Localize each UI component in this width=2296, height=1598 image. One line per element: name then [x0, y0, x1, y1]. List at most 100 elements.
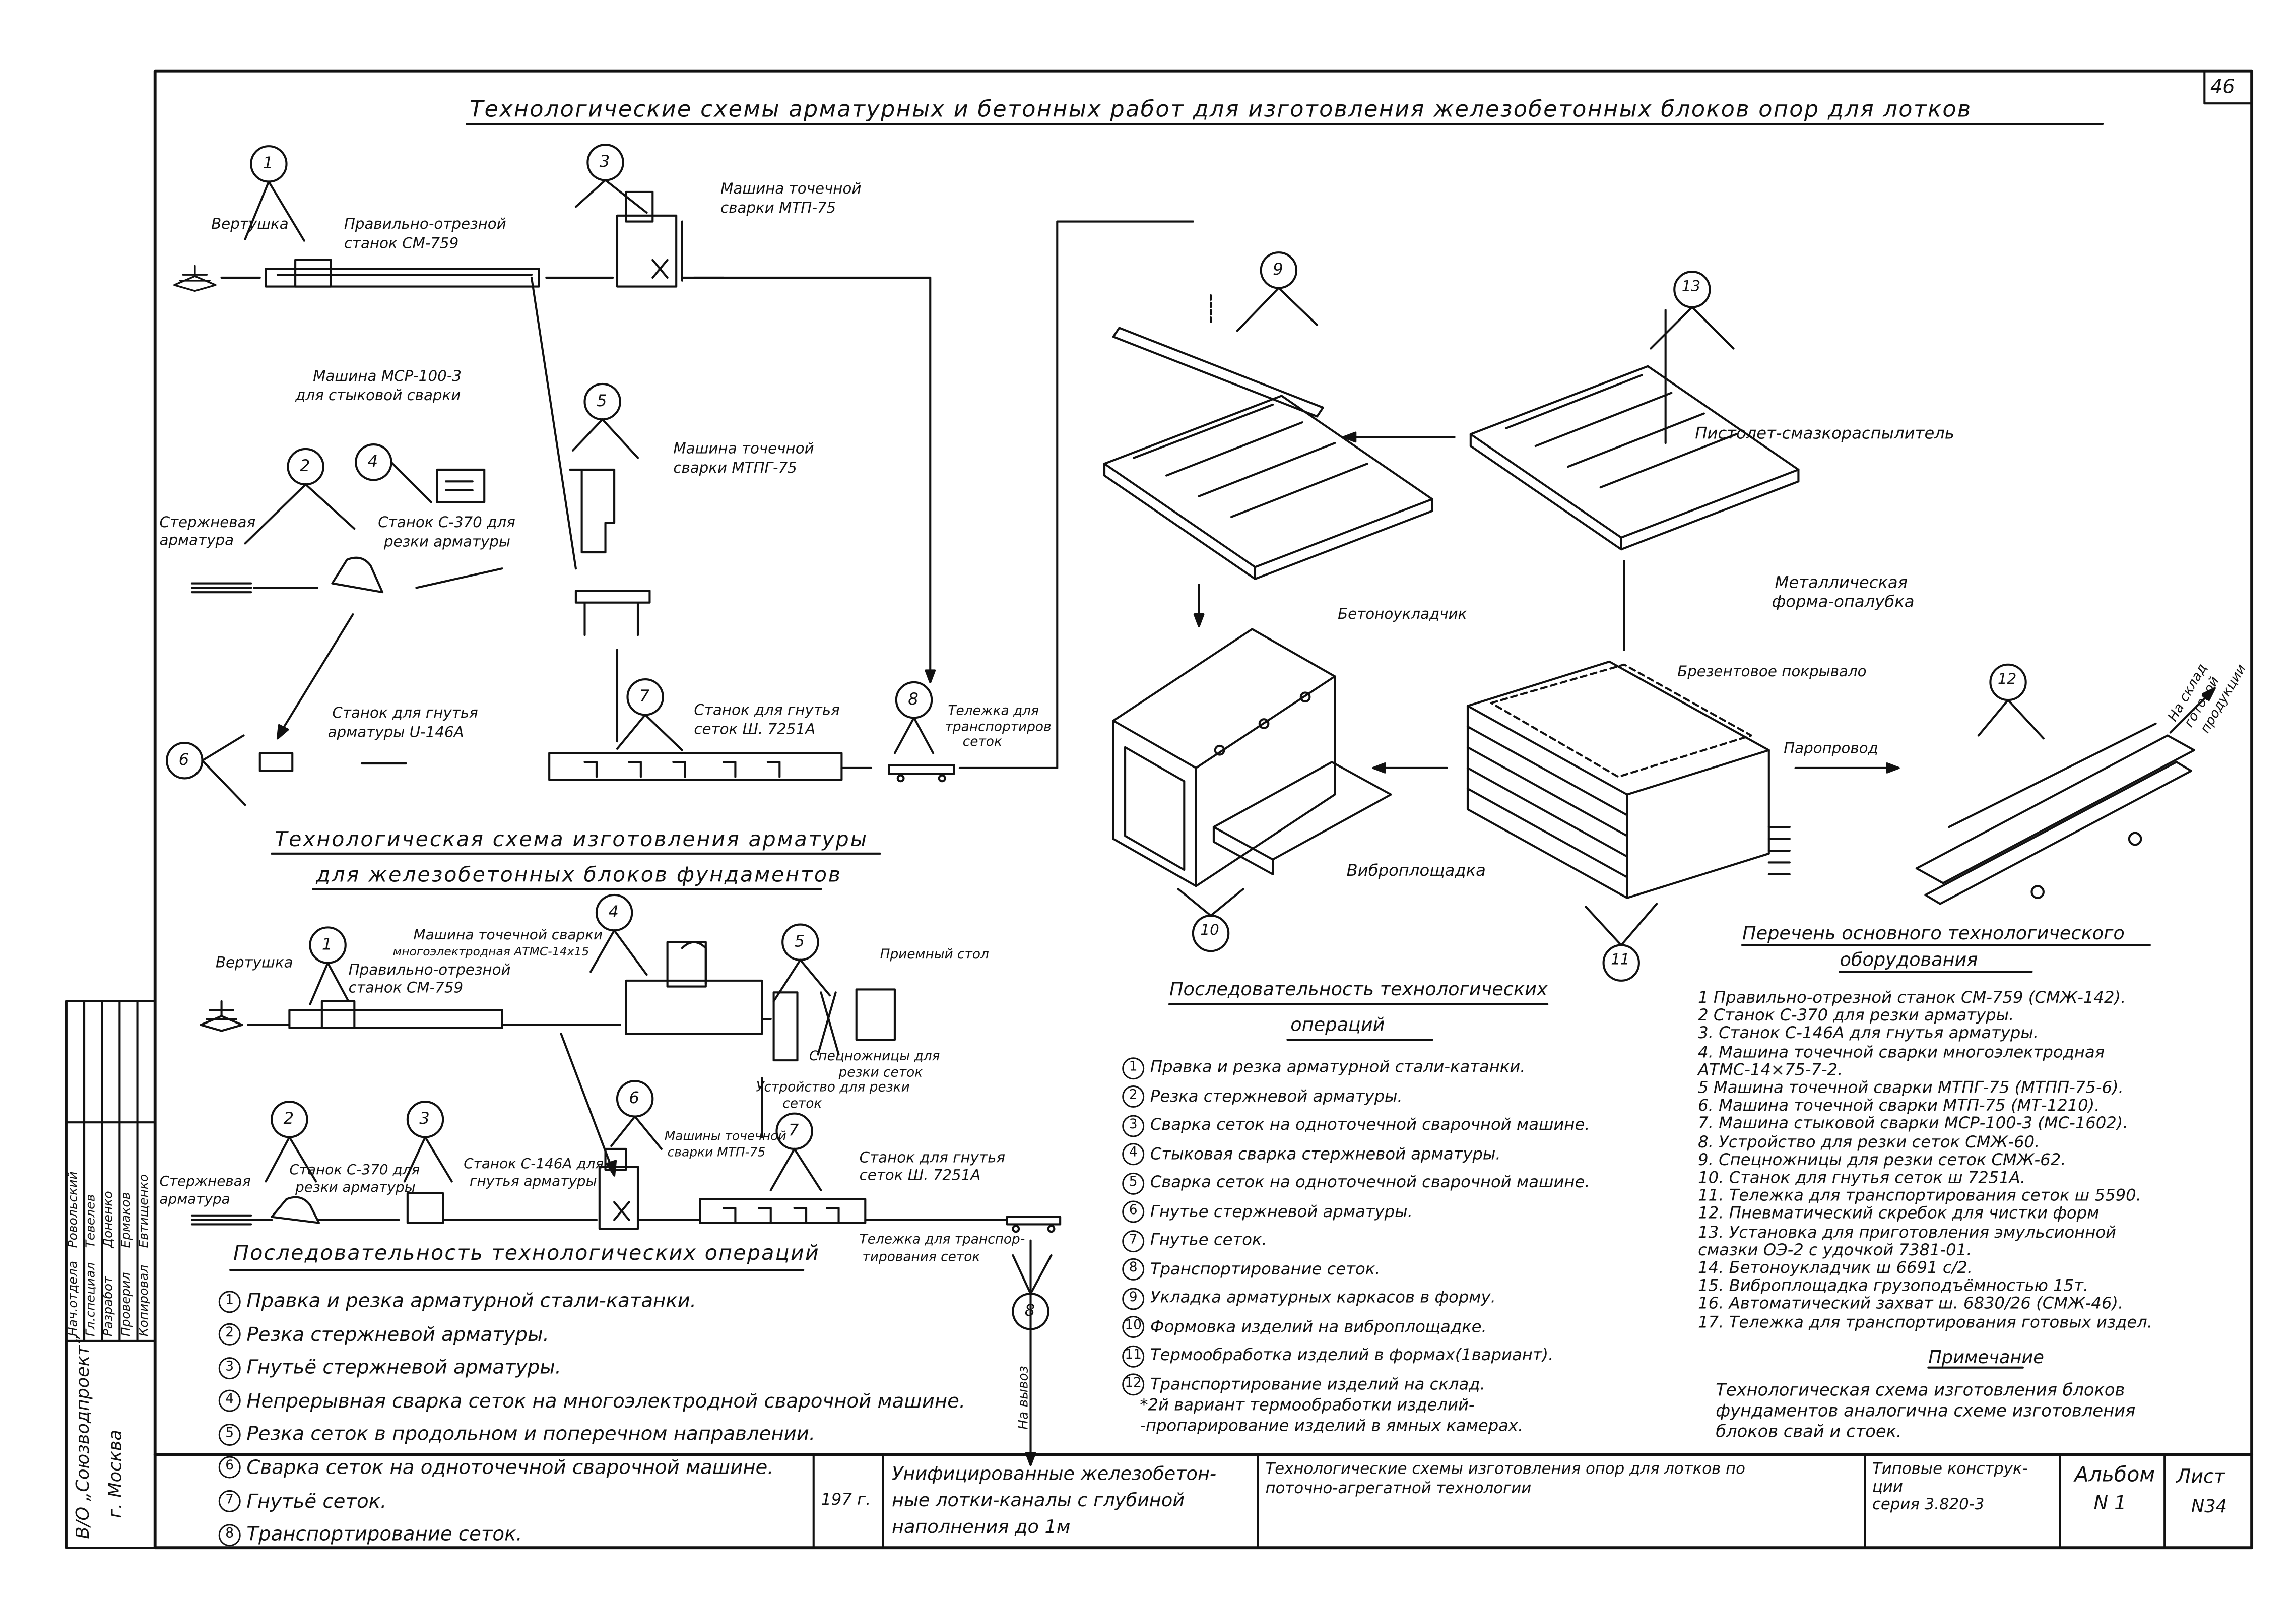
callout-top-7: 7	[639, 686, 650, 706]
callout-top-3: 3	[599, 152, 610, 171]
b-label-telezhka-1: Тележка для транспор-	[859, 1233, 1025, 1248]
b-label-gnut-1: Станок для гнутья	[859, 1150, 1006, 1167]
stamp-name-1: Ровольский	[66, 1171, 82, 1248]
equipment-title-1: Перечень основного технологического	[1742, 921, 2125, 944]
stamp-org-1: В/О „Союзводпроект”	[72, 1336, 93, 1539]
list-item: 14. Бетоноукладчик ш 6691 с/2.	[1698, 1258, 1973, 1278]
callout-top-8: 8	[908, 689, 919, 709]
stamp-role-5: Копировал	[137, 1264, 152, 1337]
callout-12: 12	[1998, 672, 2017, 688]
stamp-doc-2: ные лотки-каналы с глубиной	[892, 1488, 1185, 1511]
b-label-atms-1: Машина точечной сварки	[413, 927, 603, 944]
label-telezhka-2: транспортиров	[945, 721, 1052, 736]
b-label-s370-1: Станок С-370 для	[289, 1162, 420, 1179]
equipment-list: 1 Правильно-отрезной станок СМ-759 (СМЖ-…	[1698, 988, 2152, 1331]
label-pravilno: Правильно-отрезной	[344, 217, 506, 234]
note-line-2: фундаментов аналогична схеме изготовлени…	[1716, 1400, 2136, 1421]
ops-middle-note-2: -пропарирование изделий в ямных камерах.	[1140, 1416, 1524, 1436]
b-callout-6: 6	[629, 1088, 639, 1108]
label-gnut-setok-2: сеток Ш. 7251А	[694, 722, 816, 739]
note-title: Примечание	[1928, 1347, 2044, 1368]
label-sterzh-1: Стержневая	[159, 515, 256, 532]
label-telezhka-3: сеток	[962, 735, 1002, 750]
ops-bottom-title: Последовательность технологических опера…	[233, 1242, 820, 1266]
b-label-gnut-2: сеток Ш. 7251А	[859, 1168, 981, 1185]
b-label-ustr-1: Устройство для резки	[756, 1081, 910, 1096]
main-title: Технологические схемы арматурных и бетон…	[469, 96, 1972, 123]
list-item: 2 Станок С-370 для резки арматуры.	[1698, 1006, 2014, 1026]
stamp-name-5: Евтищенко	[137, 1174, 152, 1248]
note-line-1: Технологическая схема изготовления блоко…	[1716, 1379, 2125, 1400]
stamp-role-1: Нач.отдела	[66, 1261, 82, 1337]
sub-title-1: Технологическая схема изготовления армат…	[275, 828, 868, 852]
label-gnut-1: Станок для гнутья	[332, 706, 478, 723]
b-label-s370-2: резки арматуры	[295, 1180, 416, 1196]
label-brezent: Брезентовое покрывало	[1677, 664, 1867, 681]
note-line-3: блоков свай и стоек.	[1716, 1421, 1902, 1442]
label-mtpg-2: сварки МТПГ-75	[673, 461, 797, 477]
stamp-desc-1: Технологические схемы изготовления опор …	[1265, 1460, 1745, 1479]
stamp-typ-3: серия 3.820-3	[1872, 1496, 1985, 1514]
label-sterzh-2: арматура	[159, 533, 234, 550]
b-label-atms-2: многоэлектродная АТМС-14х15	[392, 945, 589, 958]
b-label-na-vyvoz: На вывоз	[1017, 1366, 1032, 1430]
callout-top-2: 2	[299, 456, 310, 476]
list-item: 8. Устройство для резки сеток СМЖ-60.	[1698, 1132, 2040, 1152]
sub-title-2: для железобетонных блоков фундаментов	[316, 864, 842, 888]
label-msr-1: Машина МСР-100-3	[313, 369, 462, 386]
label-msr-2: для стыковой сварки	[295, 388, 461, 405]
list-item: 11. Тележка для транспортирования сеток …	[1698, 1186, 2141, 1206]
b-label-specnozh-2: резки сеток	[838, 1066, 923, 1081]
list-item: 15. Виброплощадка грузоподъёмностью 15т.	[1698, 1276, 2089, 1296]
label-vertushka: Вертушка	[211, 217, 289, 234]
b-callout-2: 2	[283, 1109, 294, 1128]
label-stanok-sm: станок СМ-759	[344, 236, 459, 253]
b-callout-8: 8	[1024, 1301, 1035, 1320]
stamp-year: 197 г.	[821, 1490, 871, 1510]
b-label-telezhka-2: тирования сеток	[862, 1251, 980, 1266]
b-callout-7: 7	[788, 1121, 799, 1140]
b-label-priemny: Приемный стол	[880, 948, 989, 963]
label-mashina-mtp-1: Машина точечной	[720, 181, 862, 198]
corner-number: 46	[2210, 77, 2235, 99]
stamp-name-4: Ермаков	[119, 1192, 135, 1248]
callout-11: 11	[1611, 952, 1630, 969]
stamp-album-label: Альбом	[2074, 1463, 2155, 1488]
list-item: смазки ОЭ-2 с удочкой 7381-01.	[1698, 1240, 1972, 1260]
list-item: 16. Автоматический захват ш. 6830/26 (СМ…	[1698, 1294, 2124, 1314]
stamp-role-4: Проверил	[119, 1272, 135, 1337]
list-item: 9. Спецножницы для резки сеток СМЖ-62.	[1698, 1150, 2066, 1170]
callout-13: 13	[1681, 279, 1701, 296]
list-item: 5 Машина точечной сварки МТПГ-75 (МТПП-7…	[1698, 1078, 2124, 1098]
b-callout-1: 1	[321, 935, 333, 954]
label-gnut-2: арматуры U-146А	[327, 725, 464, 742]
ops-middle-note-1: *2й вариант термообработки изделий-	[1140, 1395, 1475, 1415]
list-item: 10. Станок для гнутья сеток ш 7251А.	[1698, 1168, 2026, 1188]
stamp-name-2: Тевелев	[84, 1194, 99, 1248]
label-metall: Металлическая	[1775, 573, 1908, 593]
label-vibro: Виброплощадка	[1346, 861, 1486, 880]
callout-top-5: 5	[596, 391, 607, 411]
callout-top-6: 6	[178, 750, 189, 770]
stamp-desc-2: поточно-агрегатной технологии	[1265, 1480, 1532, 1498]
stamp-role-3: Разработ	[102, 1276, 117, 1337]
label-s370-1: Станок С-370 для	[378, 515, 515, 532]
list-item: 6. Машина точечной сварки МТП-75 (МТ-121…	[1698, 1096, 2100, 1116]
stamp-doc-3: наполнения до 1м	[892, 1515, 1071, 1538]
stamp-name-3: Доненко	[102, 1191, 117, 1248]
ops-middle-title-2: операций	[1290, 1013, 1385, 1036]
